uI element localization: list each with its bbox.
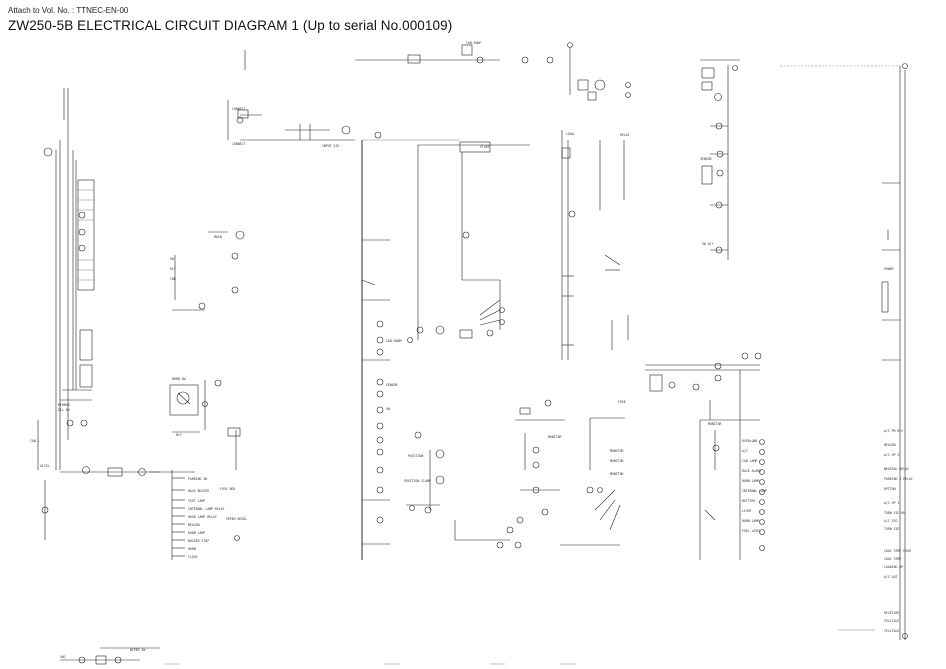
svg-text:ROOM LAMP: ROOM LAMP — [188, 531, 205, 535]
page-title: ZW250-5B ELECTRICAL CIRCUIT DIAGRAM 1 (U… — [8, 18, 453, 33]
svg-text:MAIN: MAIN — [214, 235, 222, 239]
svg-text:TELLTALE: TELLTALE — [884, 629, 899, 633]
svg-text:RELAY: RELAY — [620, 133, 630, 137]
svg-text:A/C PR RLY: A/C PR RLY — [884, 429, 903, 433]
svg-text:BACK ALARM: BACK ALARM — [742, 469, 761, 473]
svg-text:NEUTRAL RELAY: NEUTRAL RELAY — [884, 467, 909, 471]
svg-text:HORN LAMP: HORN LAMP — [742, 519, 759, 523]
svg-text:MONITOR: MONITOR — [610, 472, 624, 476]
svg-text:LOAD: LOAD — [566, 132, 574, 136]
svg-text:OVERLOAD: OVERLOAD — [742, 439, 757, 443]
svg-text:A/C OUT: A/C OUT — [884, 575, 898, 579]
svg-text:A/C OP 1: A/C OP 1 — [884, 501, 899, 505]
switch-list: PARKING SW BACK BUZZER TEST LAMP INTERNA… — [172, 477, 225, 559]
svg-text:MONITOR: MONITOR — [610, 459, 624, 463]
bottom-left-group: WIPER SW SW1 — [60, 647, 160, 665]
svg-text:PARKING S RELAY: PARKING S RELAY — [884, 477, 913, 481]
svg-text:INPUT SIG: INPUT SIG — [322, 144, 339, 148]
svg-text:PARKING SW: PARKING SW — [188, 477, 207, 481]
svg-text:WIPER SW: WIPER SW — [130, 648, 145, 652]
switch-panel-group: SW RLY IND HORN SW RLY PARKING SW BA — [169, 255, 247, 560]
svg-text:INTERNAL LAMP RELAY: INTERNAL LAMP RELAY — [188, 507, 225, 511]
svg-text:CAB ROOF: CAB ROOF — [466, 41, 481, 45]
center-controller-group: START — [361, 139, 530, 560]
svg-text:FUEL LEVEL: FUEL LEVEL — [742, 529, 761, 533]
svg-text:SW RLY: SW RLY — [702, 242, 714, 246]
svg-text:RLY: RLY — [170, 267, 176, 271]
svg-text:CAB ROOM: CAB ROOM — [386, 339, 401, 343]
svg-text:BUZZER STOP: BUZZER STOP — [188, 539, 209, 543]
attach-note: Attach to Vol. No. : TTNEC-EN-00 — [8, 6, 129, 15]
svg-text:START: START — [480, 145, 490, 149]
svg-text:TURN SIG RH: TURN SIG RH — [884, 511, 905, 515]
svg-text:HOUR LAMP RELAY: HOUR LAMP RELAY — [188, 515, 217, 519]
svg-text:BATTERY: BATTERY — [742, 499, 756, 503]
svg-text:CONNECT: CONNECT — [232, 107, 246, 111]
svg-text:CLOCK: CLOCK — [188, 555, 198, 559]
svg-text:SENSOR: SENSOR — [386, 383, 398, 387]
svg-text:FUSE: FUSE — [618, 400, 626, 404]
svg-text:POWER: POWER — [884, 267, 894, 271]
svg-text:SW: SW — [170, 257, 174, 261]
right-center-group: SENSOR SW RLY OVERLOAD A/C CAB LAMP BACK… — [645, 59, 767, 560]
svg-text:BEACON: BEACON — [188, 523, 200, 527]
svg-text:INTERNAL LAMP: INTERNAL LAMP — [742, 489, 767, 493]
svg-text:TURN SIG: TURN SIG — [884, 527, 899, 531]
svg-text:HORN LAMP: HORN LAMP — [742, 479, 759, 483]
top-harness-group: CAB ROOF — [244, 41, 631, 101]
svg-text:MONITOR: MONITOR — [610, 449, 624, 453]
svg-text:COOL TEMP: COOL TEMP — [884, 557, 901, 561]
svg-text:BEACON: BEACON — [884, 443, 896, 447]
svg-text:LOADING OP: LOADING OP — [884, 565, 903, 569]
svg-text:SENSOR: SENSOR — [700, 157, 712, 161]
svg-text:HORN: HORN — [188, 547, 196, 551]
svg-text:TEST LAMP: TEST LAMP — [188, 499, 205, 503]
svg-text:CAB L: CAB L — [30, 439, 40, 443]
svg-text:FUSE BOX: FUSE BOX — [220, 487, 235, 491]
svg-text:MONITOR: MONITOR — [708, 422, 722, 426]
lower-center-group: POSITION POSITION CLAMP MONITOR MONITOR … — [404, 399, 626, 549]
svg-text:SW1: SW1 — [60, 655, 66, 659]
svg-text:POSITION CLAMP: POSITION CLAMP — [404, 479, 431, 483]
svg-text:MIRROR: MIRROR — [58, 403, 70, 407]
svg-text:RECEIVER: RECEIVER — [884, 611, 899, 615]
svg-text:OIL SW: OIL SW — [58, 408, 70, 412]
far-right-group: POWER A/C PR RLY BEACON A/C OP 2 NEUTRAL… — [780, 63, 913, 640]
center-connector-list: CAB ROOM SENSOR SW — [361, 239, 401, 545]
svg-text:BACK BUZZER: BACK BUZZER — [188, 489, 209, 493]
svg-text:SPEED REGUL: SPEED REGUL — [226, 517, 247, 521]
svg-text:CAB LAMP: CAB LAMP — [742, 459, 757, 463]
center-right-bus-group: LOAD RELAY — [561, 130, 630, 360]
svg-text:A/C OP 2: A/C OP 2 — [884, 453, 899, 457]
svg-text:POSITION: POSITION — [408, 454, 423, 458]
svg-text:RLY: RLY — [176, 433, 182, 437]
svg-text:CONNECT: CONNECT — [232, 142, 246, 146]
upper-middle-left-group: CONNECT CONNECT INPUT SIG MAIN — [208, 100, 382, 294]
svg-text:LIGHT: LIGHT — [742, 509, 752, 513]
left-harness-group: MIRROR OIL SW CAB L ACCEL — [30, 88, 195, 540]
svg-text:TELLTALE: TELLTALE — [884, 619, 899, 623]
svg-text:HORN SW: HORN SW — [172, 377, 186, 381]
svg-text:SW: SW — [386, 407, 390, 411]
svg-text:OPTION: OPTION — [884, 487, 896, 491]
svg-text:IND: IND — [170, 277, 176, 281]
svg-text:A/C: A/C — [742, 449, 748, 453]
svg-text:COOL TEMP HIGH: COOL TEMP HIGH — [884, 549, 911, 553]
svg-text:ACCEL: ACCEL — [40, 464, 50, 468]
svg-text:MONITOR: MONITOR — [548, 435, 562, 439]
svg-text:A/C SIG: A/C SIG — [884, 519, 898, 523]
